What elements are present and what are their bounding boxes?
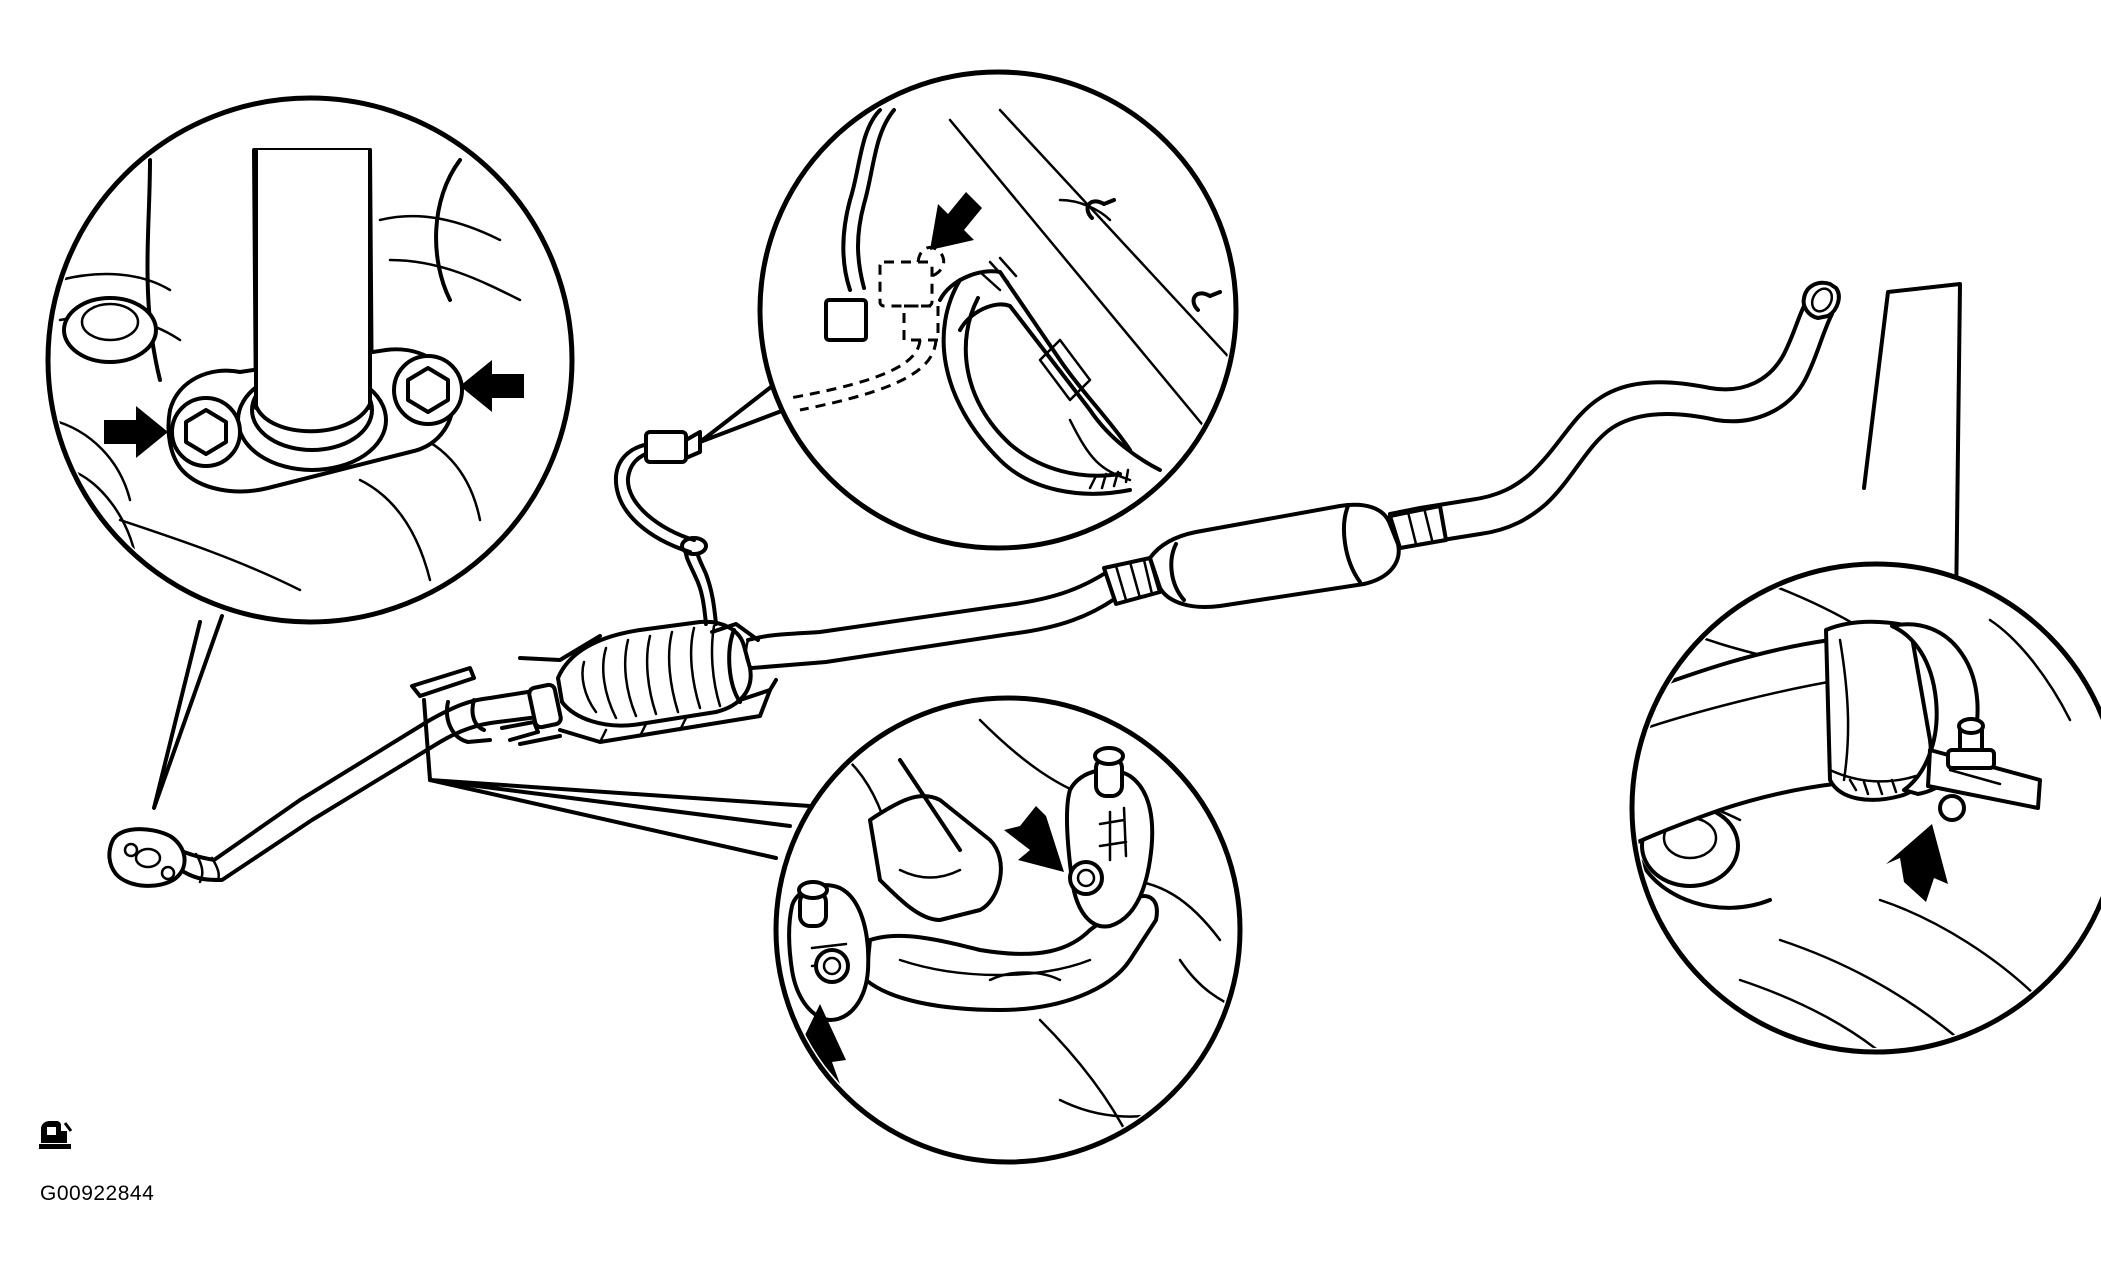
exhaust-pipe-assembly [107, 280, 1841, 888]
flange-bolt-right [392, 354, 464, 426]
toolbox-icon [39, 1121, 73, 1149]
arrow-left-hanger-bolt [792, 1004, 846, 1084]
tail-pipe-tip [1801, 280, 1841, 320]
muffler [1148, 502, 1401, 609]
tail-pipe-joint [1388, 504, 1448, 550]
front-pipe-flange [107, 827, 187, 888]
center-pipe-joint [1102, 556, 1162, 606]
oxygen-sensor-harness [613, 430, 718, 626]
front-pipe-bracket [410, 666, 562, 746]
magnifier-flange-bolts [45, 95, 575, 625]
magnifier-hanger-bolts [773, 695, 1243, 1165]
arrow-sensor-connector [930, 192, 982, 250]
flange-bolt-left [170, 396, 242, 468]
magnifier-tailpipe-clamp [1629, 561, 2101, 1055]
arrow-clamp-bolt [1886, 824, 1948, 902]
magnifier-sensor-connector [757, 69, 1239, 551]
arrow-right-bolt [460, 360, 524, 412]
callout-pointers [152, 282, 1962, 860]
figure-code: G00922844 [40, 1182, 155, 1205]
center-pipe [746, 568, 1112, 642]
hanger-left [787, 880, 871, 1022]
tailpipe-clamp [1824, 619, 2042, 822]
sensor-connector [644, 430, 688, 464]
sensor-connector-dashed [789, 245, 946, 412]
arrow-right-hanger-bolt [1004, 806, 1064, 872]
hanger-right [1064, 746, 1155, 929]
arrow-left-bolt [104, 406, 168, 458]
